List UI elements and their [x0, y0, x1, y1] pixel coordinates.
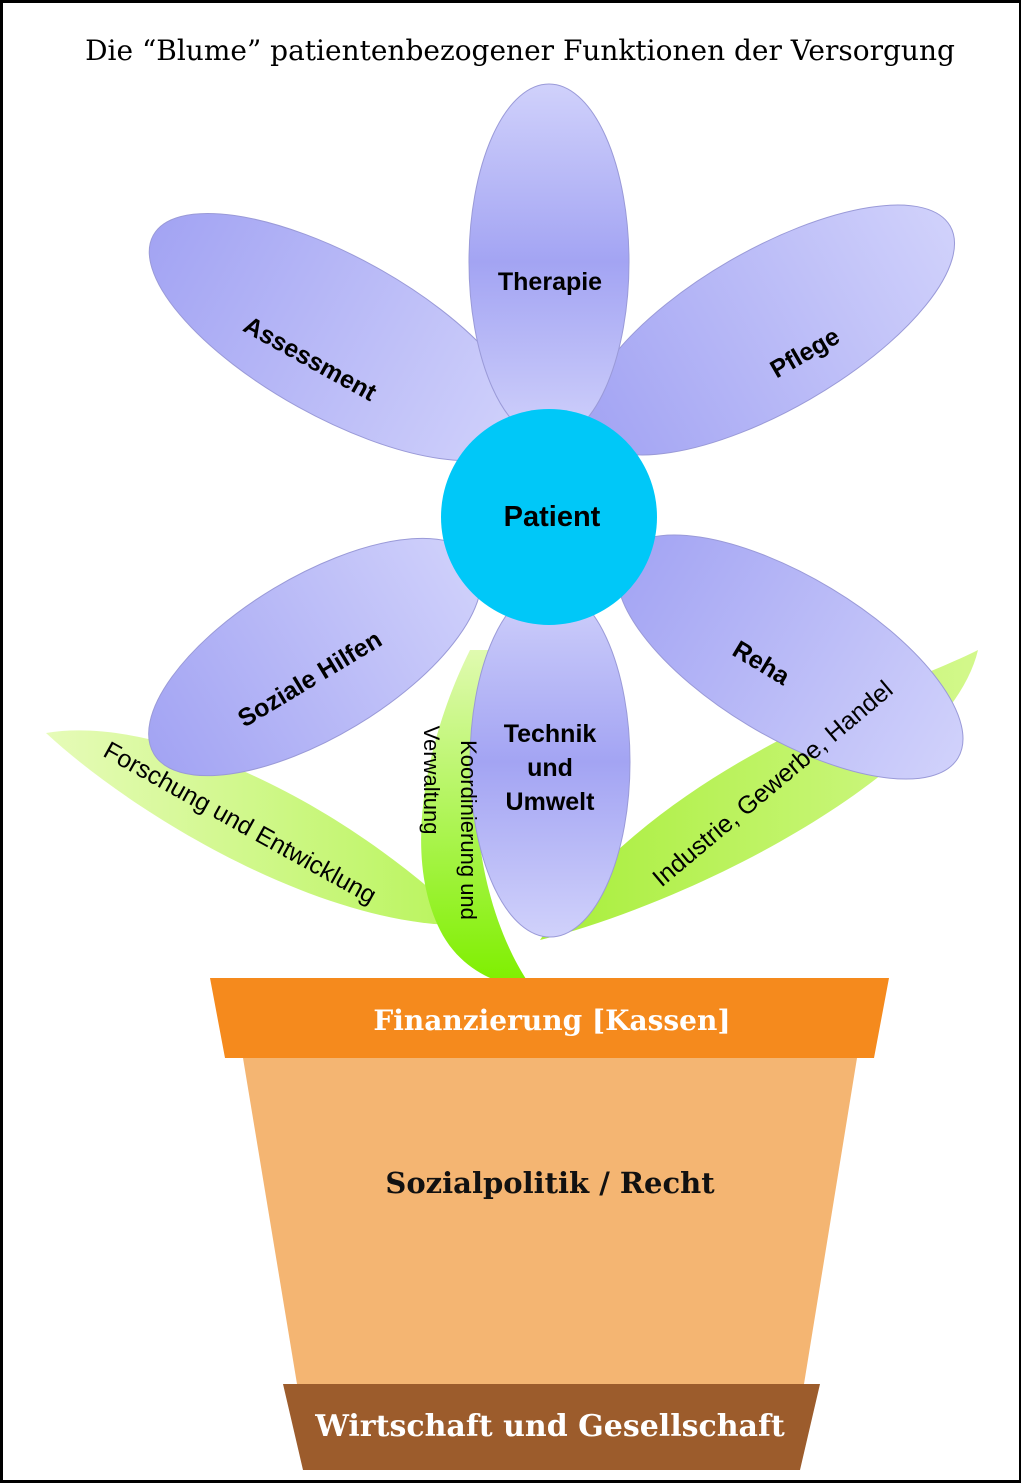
center-label: Patient	[504, 501, 601, 533]
petal-label-technik-line-3: Umwelt	[506, 788, 596, 816]
leaf-label-koordinierung: Koordinierung und Verwaltung	[419, 726, 481, 920]
pot-rim	[210, 978, 889, 1058]
pot-base-label: Wirtschaft und Gesellschaft	[314, 1409, 785, 1444]
pot-body	[243, 1058, 857, 1384]
petal-therapie	[468, 83, 630, 441]
petal-label-technik-line-2: und	[527, 754, 573, 782]
center-patient-circle	[441, 409, 657, 625]
petal-label-technik-line-1: Technik	[504, 720, 597, 748]
pot-body-label: Sozialpolitik / Recht	[385, 1166, 715, 1200]
leaf-label-koordinierung-line-2: Verwaltung	[419, 726, 444, 835]
leaf-forschung	[46, 730, 470, 926]
pot-base	[283, 1384, 820, 1470]
leaf-label-koordinierung-line-1: Koordinierung und	[456, 740, 481, 920]
petal-label-technik: Technik und Umwelt	[504, 720, 597, 816]
pot-rim-label: Finanzierung [Kassen]	[373, 1004, 730, 1037]
diagram-title: Die “Blume” patientenbezogener Funktione…	[85, 34, 955, 67]
petal-label-therapie: Therapie	[498, 268, 602, 296]
